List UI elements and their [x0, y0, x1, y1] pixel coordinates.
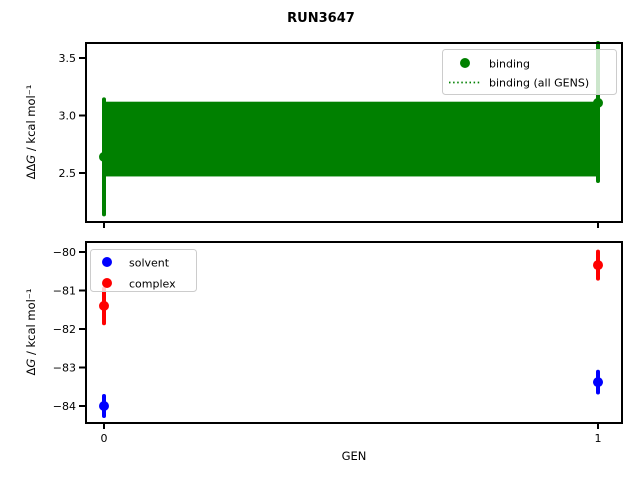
- bottom-x-ticks: [103, 423, 599, 429]
- top-legend-entry-all-gens: binding (all GENS): [489, 77, 589, 90]
- bottom-ytick-label: −83: [53, 362, 76, 375]
- top-plot-data: [99, 41, 603, 217]
- complex-data-point: [593, 260, 603, 271]
- x-axis-label: GEN: [342, 449, 367, 463]
- top-axes-frame: [85, 42, 623, 223]
- bottom-ytick-label: −84: [53, 400, 76, 413]
- bottom-xtick-label: 1: [595, 432, 602, 445]
- top-x-ticks: [103, 222, 599, 228]
- top-ytick-label: 3.0: [59, 110, 77, 123]
- complex-data-point: [99, 300, 109, 311]
- bottom-plot-data: [99, 249, 603, 419]
- plot-title: RUN3647: [287, 11, 355, 26]
- bottom-xtick-label: 0: [101, 432, 108, 445]
- bottom-ytick-label: −80: [53, 246, 76, 259]
- bottom-y-axis-label: ΔG / kcal mol⁻¹: [24, 289, 38, 376]
- bottom-legend-entry-complex: complex: [129, 278, 176, 291]
- bottom-axes-frame: [85, 241, 623, 424]
- solvent-data-point: [99, 401, 109, 411]
- top-ytick-label: 2.5: [59, 167, 77, 180]
- binding-data-point: [593, 97, 603, 108]
- bottom-legend: solvent complex: [90, 249, 197, 292]
- solvent-legend-marker-icon: [102, 257, 112, 267]
- bottom-subplot: −80 −81 −82 −83 −84 0 1 ΔG / kcal mol⁻¹ …: [24, 241, 623, 463]
- top-legend-entry-binding: binding: [489, 58, 530, 71]
- all-gens-uncertainty-band: [104, 101, 598, 177]
- binding-legend-marker-icon: [460, 58, 470, 68]
- top-y-ticks: [79, 57, 86, 174]
- top-y-axis-label: ΔΔG / kcal mol⁻¹: [24, 85, 38, 180]
- top-subplot: 3.5 3.0 2.5 ΔΔG / kcal mol⁻¹ binding bin…: [24, 41, 623, 228]
- bottom-ytick-label: −82: [53, 323, 76, 336]
- solvent-data-point: [593, 377, 603, 388]
- bottom-y-ticks: [79, 251, 86, 407]
- complex-legend-marker-icon: [102, 278, 112, 288]
- top-ytick-label: 3.5: [59, 52, 77, 65]
- bottom-legend-box: [90, 249, 197, 292]
- binding-data-point: [99, 151, 109, 162]
- bottom-ytick-label: −81: [53, 285, 76, 298]
- bottom-legend-entry-solvent: solvent: [129, 257, 170, 270]
- top-legend-box: [442, 49, 617, 95]
- top-legend: binding binding (all GENS): [442, 49, 617, 95]
